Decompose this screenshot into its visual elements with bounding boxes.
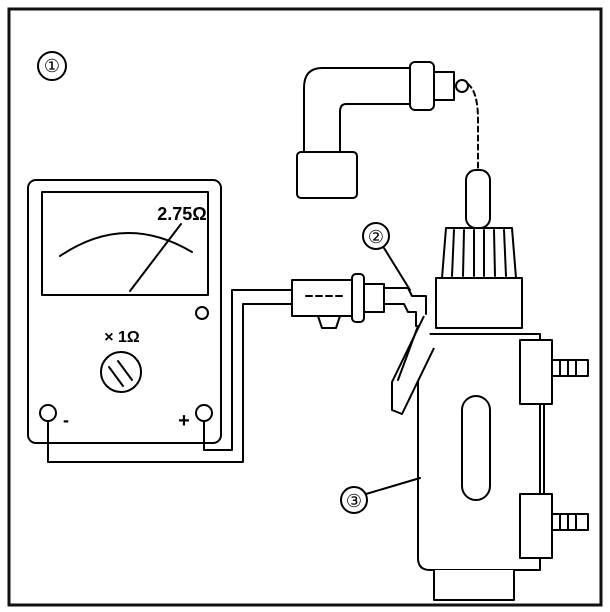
nut-rib-5: [493, 229, 496, 277]
coil-clip-inner: [397, 325, 419, 381]
meter-display: [41, 191, 209, 296]
negative-lead: [47, 303, 301, 463]
connector-sleeve: [291, 279, 355, 317]
cap-elbow: [303, 67, 413, 153]
lead-connector: [291, 273, 385, 329]
meter-reading: 2.75Ω: [157, 204, 206, 224]
callout-3: ③: [346, 491, 362, 511]
connector-tab: [317, 315, 341, 329]
primary-wires: ②: [362, 222, 427, 327]
callout-2-leader: [383, 247, 411, 291]
positive-lead: [203, 289, 301, 451]
primary-wire-upper: [383, 287, 427, 315]
meter-range-label: × 1Ω: [104, 329, 140, 346]
mount-bracket-lower: [519, 493, 553, 559]
knob-slot-1: [108, 366, 124, 387]
cap-terminal: [409, 61, 435, 111]
cap-terminal-tip: [433, 71, 455, 101]
cap-boot: [296, 151, 358, 199]
nut-rib-2: [462, 229, 465, 277]
coil-clip: [391, 315, 435, 415]
callout-3-circle: [340, 486, 368, 514]
callout-2: ②: [368, 227, 384, 247]
test-leads: [47, 289, 301, 463]
negative-terminal-label: -: [63, 410, 69, 430]
coil-bottom-stem: [433, 570, 515, 601]
mount-bolt-lower: [551, 513, 589, 531]
meter-needle: [129, 223, 182, 292]
cap-terminal-end: [455, 79, 469, 93]
figure-number-circle: [37, 51, 67, 81]
multimeter: 2.75Ω × 1Ω - +: [27, 179, 222, 444]
range-selector-knob: [100, 351, 142, 393]
coil-window: [461, 395, 491, 501]
positive-terminal-label: +: [178, 410, 190, 432]
mount-bracket-upper: [519, 339, 553, 405]
ignition-coil: [391, 169, 589, 601]
spark-plug-cap: [296, 61, 479, 199]
nut-rib-1: [451, 229, 455, 277]
cap-dashed-line: [467, 83, 479, 169]
zero-adjust-screw: [195, 306, 209, 320]
figure-frame: [7, 7, 603, 607]
nut-rib-6: [503, 229, 507, 277]
coil-neck: [435, 277, 523, 329]
figure-number: ①: [44, 56, 60, 76]
callout-2-circle: [362, 222, 390, 250]
high-tension-lead: [465, 169, 491, 229]
positive-terminal: [195, 404, 213, 422]
connector-collar: [351, 273, 365, 323]
primary-wire-lower: [383, 303, 417, 327]
connector-plug: [363, 283, 385, 313]
mount-bolt-upper: [551, 359, 589, 377]
meter-scale-arc: [59, 231, 193, 257]
knob-slot-2: [117, 360, 133, 381]
negative-terminal: [39, 404, 57, 422]
callout-3-leader: [365, 477, 421, 495]
